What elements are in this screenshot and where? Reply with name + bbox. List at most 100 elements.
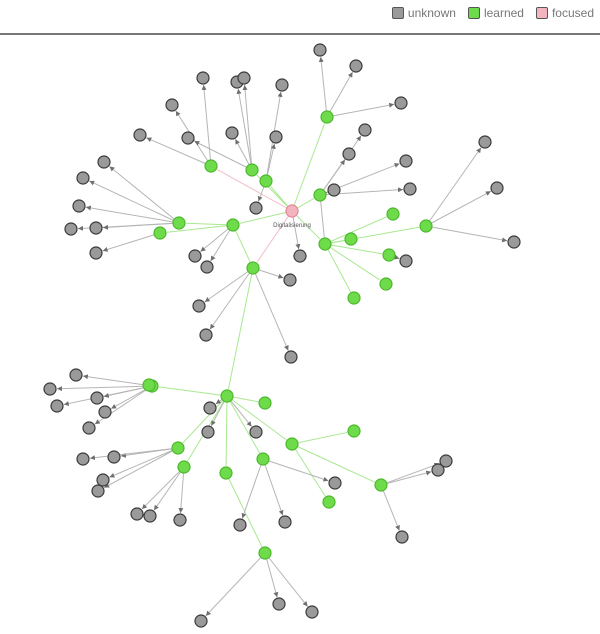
learned-node[interactable] <box>177 460 191 474</box>
learned-node[interactable] <box>374 478 388 492</box>
unknown-node[interactable] <box>394 96 408 110</box>
unknown-node[interactable] <box>188 249 202 263</box>
learned-node[interactable] <box>379 277 393 291</box>
learned-node[interactable] <box>256 452 270 466</box>
focused-node[interactable] <box>285 204 299 218</box>
unknown-node[interactable] <box>358 123 372 137</box>
legend-item-learned[interactable]: learned <box>467 6 524 20</box>
unknown-node[interactable] <box>269 130 283 144</box>
graph-edge <box>201 84 212 167</box>
unknown-node[interactable] <box>328 476 342 490</box>
unknown-node[interactable] <box>200 260 214 274</box>
unknown-node[interactable] <box>98 405 112 419</box>
unknown-node[interactable] <box>225 126 239 140</box>
learned-node[interactable] <box>204 159 218 173</box>
learned-node[interactable] <box>153 226 167 240</box>
learned-node[interactable] <box>172 216 186 230</box>
learned-node[interactable] <box>419 219 433 233</box>
unknown-node[interactable] <box>342 147 356 161</box>
unknown-node[interactable] <box>327 183 341 197</box>
unknown-node[interactable] <box>249 425 263 439</box>
unknown-node[interactable] <box>478 135 492 149</box>
unknown-node[interactable] <box>194 614 208 628</box>
unknown-node[interactable] <box>90 391 104 405</box>
unknown-node[interactable] <box>399 254 413 268</box>
learned-node[interactable] <box>320 110 334 124</box>
unknown-node[interactable] <box>275 78 289 92</box>
unknown-node[interactable] <box>192 299 206 313</box>
learned-node[interactable] <box>220 389 234 403</box>
learned-node[interactable] <box>347 424 361 438</box>
unknown-node[interactable] <box>89 246 103 260</box>
unknown-node[interactable] <box>69 368 83 382</box>
learned-node[interactable] <box>318 237 332 251</box>
graph-edge <box>210 224 234 262</box>
unknown-node[interactable] <box>143 509 157 523</box>
unknown-node[interactable] <box>283 273 297 287</box>
graph-edge <box>185 222 234 226</box>
unknown-node[interactable] <box>76 452 90 466</box>
learned-node[interactable] <box>382 248 396 262</box>
unknown-node[interactable] <box>91 484 105 498</box>
learned-node[interactable] <box>245 163 259 177</box>
unknown-node[interactable] <box>130 507 144 521</box>
unknown-node[interactable] <box>278 515 292 529</box>
learned-node[interactable] <box>258 396 272 410</box>
unknown-node[interactable] <box>181 131 195 145</box>
unknown-node[interactable] <box>199 328 213 342</box>
learned-node[interactable] <box>347 291 361 305</box>
unknown-node[interactable] <box>399 154 413 168</box>
unknown-node[interactable] <box>97 155 111 169</box>
learned-node[interactable] <box>171 441 185 455</box>
unknown-node[interactable] <box>165 98 179 112</box>
unknown-node[interactable] <box>76 171 90 185</box>
graph-edge <box>256 210 293 263</box>
unknown-node[interactable] <box>305 605 319 619</box>
unknown-node[interactable] <box>64 222 78 236</box>
unknown-node[interactable] <box>50 399 64 413</box>
unknown-node[interactable] <box>43 382 57 396</box>
unknown-node[interactable] <box>284 350 298 364</box>
unknown-node[interactable] <box>96 473 110 487</box>
learned-node[interactable] <box>246 261 260 275</box>
graph-edge <box>225 395 228 467</box>
unknown-node[interactable] <box>89 221 103 235</box>
unknown-node[interactable] <box>133 128 147 142</box>
unknown-node[interactable] <box>293 249 307 263</box>
unknown-node[interactable] <box>403 182 417 196</box>
graph-edge <box>89 447 179 461</box>
unknown-node[interactable] <box>431 463 445 477</box>
unknown-node[interactable] <box>272 597 286 611</box>
unknown-node[interactable] <box>395 530 409 544</box>
unknown-node[interactable] <box>173 513 187 527</box>
unknown-node[interactable] <box>82 421 96 435</box>
learned-node[interactable] <box>386 207 400 221</box>
learned-node[interactable] <box>258 546 272 560</box>
legend-item-unknown[interactable]: unknown <box>391 6 456 20</box>
learned-node[interactable] <box>219 466 233 480</box>
unknown-node[interactable] <box>237 71 251 85</box>
unknown-node[interactable] <box>507 235 521 249</box>
learned-node[interactable] <box>285 437 299 451</box>
unknown-node[interactable] <box>107 450 121 464</box>
graph-edge <box>324 243 383 255</box>
unknown-node[interactable] <box>249 201 263 215</box>
learned-node[interactable] <box>226 218 240 232</box>
unknown-node[interactable] <box>203 401 217 415</box>
unknown-node[interactable] <box>349 59 363 73</box>
learned-node[interactable] <box>142 378 156 392</box>
unknown-node[interactable] <box>490 181 504 195</box>
unknown-node[interactable] <box>196 71 210 85</box>
learned-node[interactable] <box>322 495 336 509</box>
unknown-node[interactable] <box>439 454 453 468</box>
unknown-node[interactable] <box>201 425 215 439</box>
unknown-node[interactable] <box>233 518 247 532</box>
learned-node[interactable] <box>344 232 358 246</box>
unknown-node[interactable] <box>313 43 327 57</box>
unknown-node[interactable] <box>72 199 86 213</box>
learned-node[interactable] <box>313 188 327 202</box>
learned-node[interactable] <box>259 174 273 188</box>
legend-item-focused[interactable]: focused <box>535 6 594 20</box>
graph-edge <box>326 102 395 118</box>
